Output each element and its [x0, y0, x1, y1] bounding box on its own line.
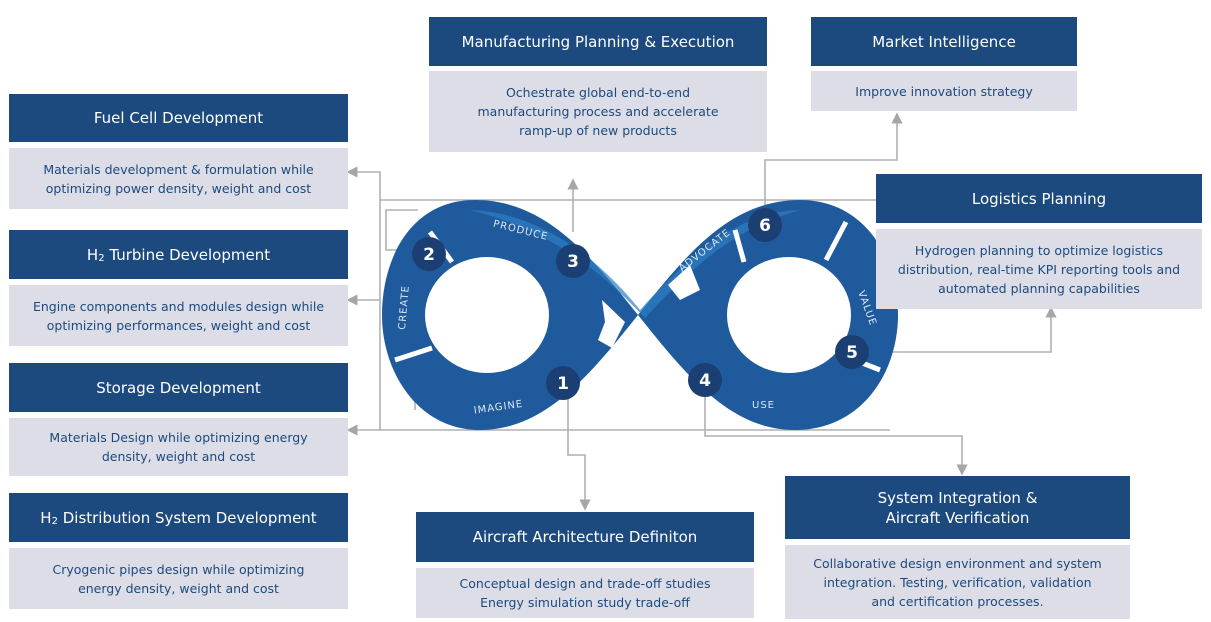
- connector-logistics: [868, 306, 1057, 353]
- integration-description: Collaborative design environment and sys…: [785, 545, 1130, 619]
- badge-2: 2: [412, 237, 446, 271]
- distribution-line-2: energy density, weight and cost: [78, 580, 279, 596]
- aircraft-line-1: Conceptual design and trade-off studies: [459, 576, 711, 591]
- storage-line-1: Materials Design while optimizing energy: [49, 430, 308, 445]
- loop-highlight: [470, 210, 800, 318]
- distribution-title-prefix: H: [40, 508, 52, 527]
- loop-hole-left: [425, 257, 549, 373]
- badge-5: 5: [835, 335, 869, 369]
- turbine-title-suffix: Turbine Development: [104, 245, 271, 264]
- aircraft-line-2: Energy simulation study trade-off: [480, 595, 690, 610]
- svg-text:4: 4: [699, 371, 711, 391]
- fuel-cell-line-2: optimizing power density, weight and cos…: [45, 180, 312, 196]
- fuel-cell-description: Materials development & formulation whil…: [9, 148, 348, 209]
- turbine-line-2: optimizing performances, weight and cost: [46, 317, 311, 333]
- integration-title: System Integration & Aircraft Verificati…: [785, 476, 1130, 539]
- loop-hole-right: [727, 257, 851, 373]
- logistics-line-1: Hydrogen planning to optimize logistics: [914, 242, 1164, 258]
- distribution-description: Cryogenic pipes design while optimizing …: [9, 548, 348, 609]
- connector-lines: [346, 112, 1057, 511]
- aircraft-title: Aircraft Architecture Definiton: [416, 512, 754, 562]
- manufacturing-title: Manufacturing Planning & Execution: [429, 17, 767, 66]
- distribution-title-suffix: Distribution System Development: [57, 508, 317, 527]
- distribution-line-1: Cryogenic pipes design while optimizing: [52, 561, 305, 577]
- badge-1: 1: [546, 366, 580, 400]
- stage-label-use: USE: [752, 400, 775, 411]
- market-line-1: Improve innovation strategy: [855, 83, 1033, 99]
- badge-4: 4: [688, 363, 722, 397]
- connector-aircraft: [567, 395, 591, 511]
- distribution-title-sub: 2: [51, 515, 58, 527]
- aircraft-description: Conceptual design and trade-off studies …: [416, 568, 754, 618]
- stage-label-create: CREATE: [397, 285, 412, 331]
- integration-title-line-1: System Integration &: [877, 488, 1038, 507]
- loop-body: [382, 200, 898, 430]
- integration-line-3: and certification processes.: [871, 593, 1044, 609]
- infinity-loop: PRODUCE CREATE IMAGINE ADVOCATE VALUE US…: [382, 200, 898, 430]
- manufacturing-description: Ochestrate global end-to-end manufacturi…: [429, 71, 767, 152]
- connector-fuel-cell: [346, 166, 381, 200]
- connector-market: [764, 112, 903, 207]
- integration-title-line-2: Aircraft Verification: [885, 508, 1030, 527]
- svg-text:3: 3: [567, 252, 579, 272]
- fuel-cell-title: Fuel Cell Development: [9, 94, 348, 142]
- fuel-cell-line-1: Materials development & formulation whil…: [43, 161, 314, 177]
- logistics-line-2: distribution, real-time KPI reporting to…: [897, 261, 1181, 277]
- manufacturing-line-1: Ochestrate global end-to-end: [505, 85, 691, 100]
- manufacturing-line-3: ramp-up of new products: [519, 123, 677, 138]
- badge-6: 6: [748, 208, 782, 242]
- connector-integration: [704, 395, 968, 476]
- turbine-line-1: Engine components and modules design whi…: [32, 298, 325, 314]
- manufacturing-line-2: manufacturing process and accelerate: [477, 104, 719, 119]
- turbine-description: Engine components and modules design whi…: [9, 285, 348, 346]
- loop-center-notch: [598, 300, 625, 348]
- svg-text:2: 2: [423, 245, 435, 265]
- integration-line-2: integration. Testing, verification, vali…: [823, 574, 1092, 590]
- logistics-title: Logistics Planning: [876, 174, 1202, 223]
- logistics-line-3: automated planning capabilities: [938, 280, 1140, 296]
- market-description: Improve innovation strategy: [811, 71, 1077, 111]
- loop-center-notch-2: [668, 265, 700, 300]
- svg-text:1: 1: [557, 374, 569, 394]
- turbine-title-prefix: H: [86, 245, 99, 264]
- svg-text:5: 5: [846, 343, 858, 363]
- logistics-description: Hydrogen planning to optimize logistics …: [876, 229, 1202, 309]
- storage-title: Storage Development: [9, 363, 348, 412]
- badge-3: 3: [556, 244, 590, 278]
- integration-line-1: Collaborative design environment and sys…: [813, 555, 1102, 571]
- svg-text:6: 6: [759, 216, 771, 236]
- storage-description: Materials Design while optimizing energy…: [9, 418, 348, 476]
- turbine-title-sub: 2: [98, 252, 105, 264]
- market-title: Market Intelligence: [811, 17, 1077, 66]
- storage-line-2: density, weight and cost: [101, 449, 256, 464]
